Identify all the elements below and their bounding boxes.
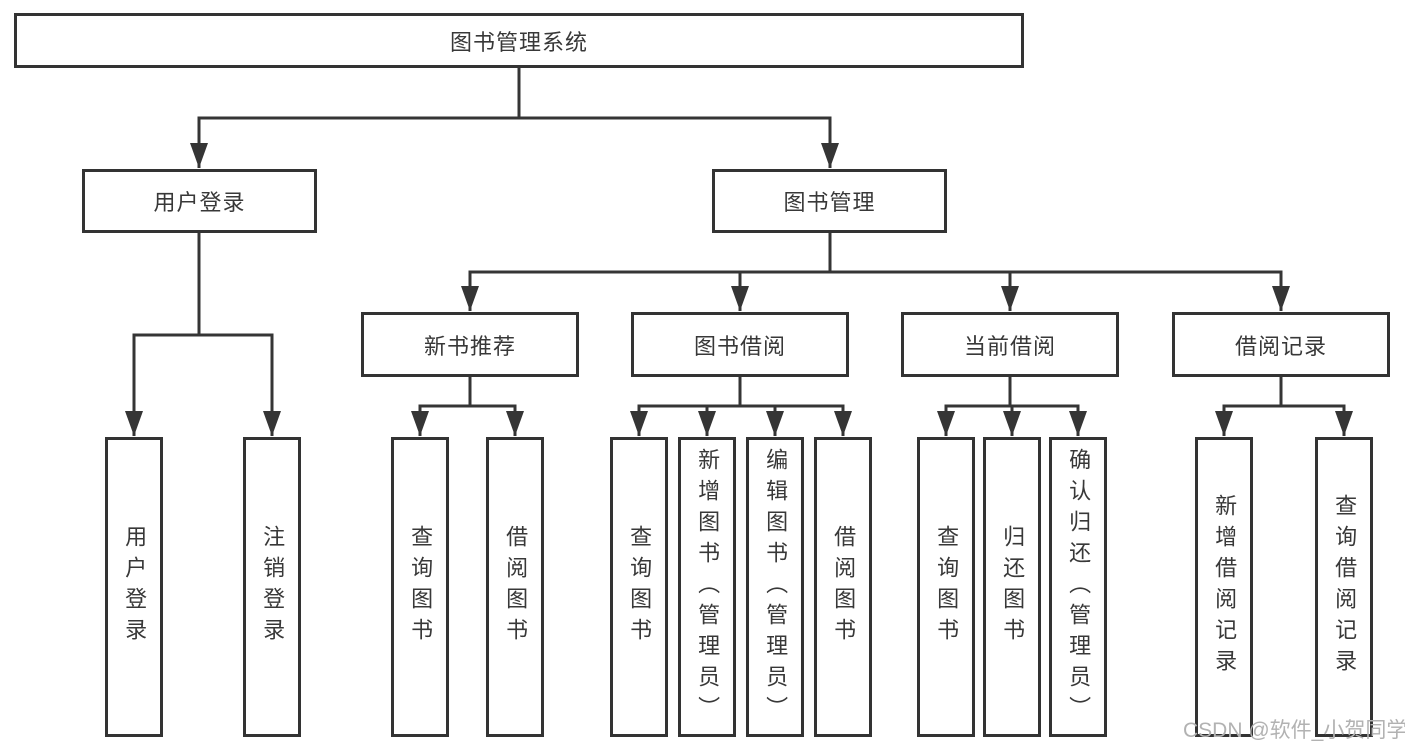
node-label: 图书管理 <box>783 190 876 215</box>
leaf-query-books-recommend: 查询图书 <box>391 437 449 737</box>
leaf-label: 注销登录 <box>260 525 286 649</box>
leaf-label: 新增借阅记录 <box>1212 494 1238 680</box>
leaf-borrow-books-recommend: 借阅图书 <box>486 437 544 737</box>
watermark: CSDN @软件_小贺同学 <box>1183 719 1405 742</box>
leaf-query-borrow-record: 查询借阅记录 <box>1315 437 1373 737</box>
leaf-logout: 注销登录 <box>243 437 301 737</box>
node-label: 图书借阅 <box>693 333 786 359</box>
leaf-query-books-current: 查询图书 <box>917 437 975 737</box>
leaf-label: 借阅图书 <box>503 525 529 649</box>
node-label: 新书推荐 <box>423 333 516 359</box>
leaf-label: 新增图书（管理员） <box>695 447 721 727</box>
leaf-label: 查询图书 <box>627 525 653 649</box>
node-new-book-recommendation: 新书推荐 <box>361 312 579 377</box>
leaf-borrow-books: 借阅图书 <box>814 437 872 737</box>
node-book-borrowing: 图书借阅 <box>631 312 849 377</box>
leaf-add-books-admin: 新增图书（管理员） <box>678 437 736 737</box>
leaf-confirm-return-admin: 确认归还（管理员） <box>1049 437 1107 737</box>
leaf-label: 借阅图书 <box>831 525 857 649</box>
leaf-label: 用户登录 <box>122 525 148 649</box>
node-label: 图书管理系统 <box>449 29 588 55</box>
node-library-management-system: 图书管理系统 <box>14 13 1024 68</box>
leaf-label: 查询借阅记录 <box>1332 494 1358 680</box>
leaf-label: 查询图书 <box>408 525 434 649</box>
leaf-user-login: 用户登录 <box>105 437 163 737</box>
leaf-label: 归还图书 <box>1000 525 1026 649</box>
node-book-management: 图书管理 <box>712 169 947 233</box>
leaf-label: 查询图书 <box>934 525 960 649</box>
leaf-edit-books-admin: 编辑图书（管理员） <box>746 437 804 737</box>
leaf-add-borrow-record: 新增借阅记录 <box>1195 437 1253 737</box>
node-current-borrowing: 当前借阅 <box>901 312 1119 377</box>
leaf-label: 编辑图书（管理员） <box>763 447 789 727</box>
node-borrowing-records: 借阅记录 <box>1172 312 1390 377</box>
node-label: 用户登录 <box>153 190 246 215</box>
node-label: 当前借阅 <box>963 333 1056 359</box>
leaf-label: 确认归还（管理员） <box>1066 447 1092 727</box>
leaf-return-books: 归还图书 <box>983 437 1041 737</box>
node-label: 借阅记录 <box>1234 333 1327 359</box>
leaf-query-books-borrow: 查询图书 <box>610 437 668 737</box>
node-user-login: 用户登录 <box>82 169 317 233</box>
